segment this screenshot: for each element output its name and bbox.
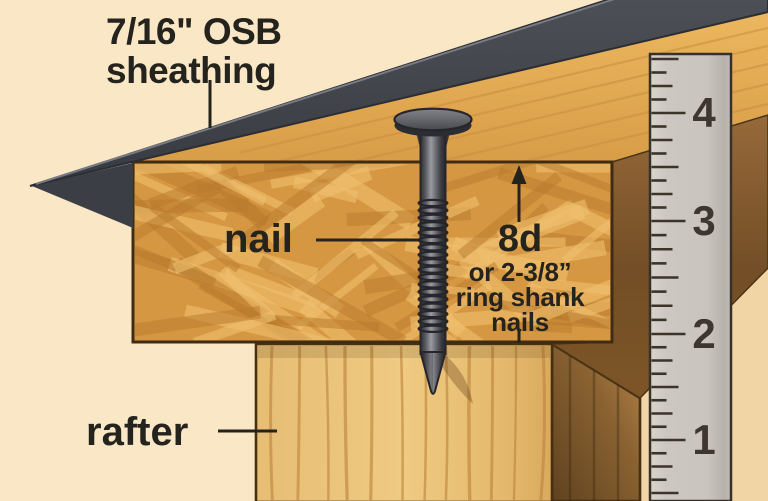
roof-deck-underside [32, 163, 133, 228]
rafter-side-grain [568, 354, 620, 501]
ruler-number-1: 1 [692, 416, 715, 463]
ruler-ticks [651, 57, 686, 495]
rafter-top-shadow [258, 346, 550, 358]
nail-alt-size: or 2-3/8” [468, 257, 572, 287]
ruler-number-4: 4 [692, 89, 716, 136]
up-arrow-icon [511, 165, 527, 184]
nail-head [393, 107, 473, 132]
rafter-label: rafter [86, 410, 189, 454]
nail-label: nail [224, 217, 293, 261]
nail-tip [419, 351, 447, 395]
sheathing-label-line2: sheathing [106, 50, 277, 91]
nail-tip-facet [421, 353, 433, 393]
sheathing-label-line1: 7/16" OSB [106, 11, 282, 52]
ruler-number-3: 3 [692, 197, 715, 244]
nail-type-line1: ring shank [455, 282, 585, 312]
roof-deck-highlight [35, 0, 615, 185]
nail-rings [417, 198, 449, 333]
annotation-lines [208, 80, 527, 433]
nail-size-value: 8d [497, 218, 543, 260]
rafter-front-shape [254, 342, 554, 501]
ruler-graphic: 4 3 2 1 [648, 52, 733, 501]
nail-tip-shadow [438, 350, 473, 404]
nail-size-annotation: 8d or 2-3/8” ring shank nails [430, 218, 610, 335]
sheathing-label: 7/16" OSB sheathing [106, 12, 282, 90]
nail-graphic [393, 107, 473, 395]
ruler-number-2: 2 [692, 310, 715, 357]
nail-type-line2: nails [491, 307, 549, 337]
